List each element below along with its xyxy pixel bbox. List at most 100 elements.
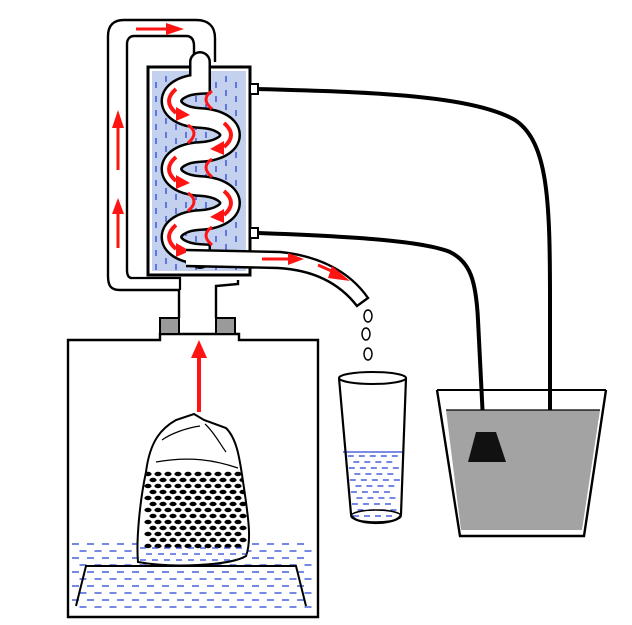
bath-water bbox=[446, 410, 600, 530]
grain-dot bbox=[204, 543, 212, 549]
grain-dot bbox=[149, 477, 157, 483]
outlet-spout bbox=[185, 248, 370, 308]
grain-dot bbox=[199, 477, 207, 483]
grain-dot bbox=[154, 519, 162, 525]
grain-dot bbox=[184, 483, 192, 489]
neck-nut-left bbox=[159, 317, 180, 335]
grain-dot bbox=[144, 507, 152, 513]
grain-dot bbox=[214, 543, 222, 549]
coil-flow-arrow-icon bbox=[204, 157, 214, 179]
vapor-up-arrow-icon bbox=[112, 110, 124, 248]
grain-dot bbox=[164, 495, 172, 501]
grain-dot bbox=[219, 489, 227, 495]
cooling-bath bbox=[435, 389, 608, 538]
collection-glass bbox=[337, 371, 408, 524]
coil-arrowhead-icon bbox=[176, 107, 190, 121]
coil-arrowhead-icon bbox=[176, 175, 190, 189]
coolant-outlet-port bbox=[249, 83, 259, 95]
grain-dot bbox=[224, 483, 232, 489]
grain-dot bbox=[184, 519, 192, 525]
grain-dot bbox=[194, 543, 202, 549]
grain-dot bbox=[174, 519, 182, 525]
grain-dot bbox=[219, 501, 227, 507]
grain-dot bbox=[194, 495, 202, 501]
grain-dot bbox=[179, 501, 187, 507]
grain-dot bbox=[159, 489, 167, 495]
grain-dot bbox=[224, 519, 232, 525]
grain-dot bbox=[229, 501, 237, 507]
grain-dot bbox=[234, 471, 242, 477]
boiler-tank bbox=[66, 332, 320, 619]
neck-nut-right bbox=[215, 317, 236, 335]
grain-dot bbox=[229, 525, 237, 531]
grain-dot bbox=[169, 513, 177, 519]
grain-dot bbox=[224, 531, 232, 537]
coil-flow-arrow-icon bbox=[222, 121, 233, 149]
grain-dot bbox=[179, 537, 187, 543]
grain-dot bbox=[239, 525, 247, 531]
vapor-rise-arrow-icon bbox=[191, 340, 207, 412]
grain-dot bbox=[149, 501, 157, 507]
grain-dot bbox=[144, 471, 152, 477]
grain-dot bbox=[194, 483, 202, 489]
grain-dot bbox=[144, 531, 152, 537]
grain-dot bbox=[214, 519, 222, 525]
grain-dot bbox=[194, 519, 202, 525]
grain-dot bbox=[144, 495, 152, 501]
bag-water-dashes bbox=[140, 547, 248, 561]
grain-dot bbox=[169, 537, 177, 543]
grain-dot bbox=[224, 495, 232, 501]
grain-dot bbox=[144, 543, 152, 549]
submersible-pump-icon bbox=[468, 432, 506, 462]
coil-flow-arrow-icon bbox=[167, 155, 178, 183]
grain-dot bbox=[229, 537, 237, 543]
grain-dot bbox=[154, 483, 162, 489]
grain-dot bbox=[149, 537, 157, 543]
grain-dot bbox=[214, 507, 222, 513]
grain-dot bbox=[159, 525, 167, 531]
boiler bbox=[66, 317, 320, 619]
grain-dot bbox=[229, 513, 237, 519]
grain-dot bbox=[234, 495, 242, 501]
grain-dot bbox=[159, 477, 167, 483]
coil-flow-arrow-icon bbox=[204, 225, 214, 247]
grain-dot bbox=[144, 483, 152, 489]
grain-dot bbox=[154, 543, 162, 549]
grain-dot bbox=[184, 471, 192, 477]
grain-dot bbox=[199, 489, 207, 495]
grain-dot bbox=[154, 495, 162, 501]
grain-dot bbox=[224, 543, 232, 549]
coil-flow-arrow-icon bbox=[167, 223, 178, 251]
coil-flow-arrow-icon bbox=[186, 191, 196, 213]
grain-dot bbox=[199, 537, 207, 543]
grain-dot bbox=[204, 483, 212, 489]
coolant-tubes bbox=[257, 87, 552, 494]
grain-dot bbox=[154, 531, 162, 537]
grain-dot bbox=[174, 495, 182, 501]
grain-dot bbox=[149, 489, 157, 495]
distillate-arrow-icon bbox=[262, 253, 350, 281]
grain-dot bbox=[184, 531, 192, 537]
coil-arrowhead-icon bbox=[210, 209, 224, 223]
condenser-coil bbox=[160, 51, 241, 269]
grain-dot bbox=[164, 543, 172, 549]
grain-dot bbox=[209, 501, 217, 507]
coil-flow-arrow-icon bbox=[222, 189, 233, 217]
grain-dot bbox=[179, 477, 187, 483]
grain-dot bbox=[204, 531, 212, 537]
grain-dot bbox=[214, 531, 222, 537]
grain-dot bbox=[199, 513, 207, 519]
grain-dot bbox=[164, 531, 172, 537]
grain-dot bbox=[149, 513, 157, 519]
coil-flow-arrow-icon bbox=[186, 123, 196, 145]
grain-dot bbox=[199, 501, 207, 507]
grain-dot bbox=[184, 543, 192, 549]
coil-flow-arrow-icon bbox=[167, 87, 178, 115]
grain-dot bbox=[234, 531, 242, 537]
coolant-return-tube bbox=[257, 87, 552, 494]
grain-dot bbox=[214, 495, 222, 501]
grain-dot bbox=[194, 471, 202, 477]
grain-dot bbox=[174, 471, 182, 477]
